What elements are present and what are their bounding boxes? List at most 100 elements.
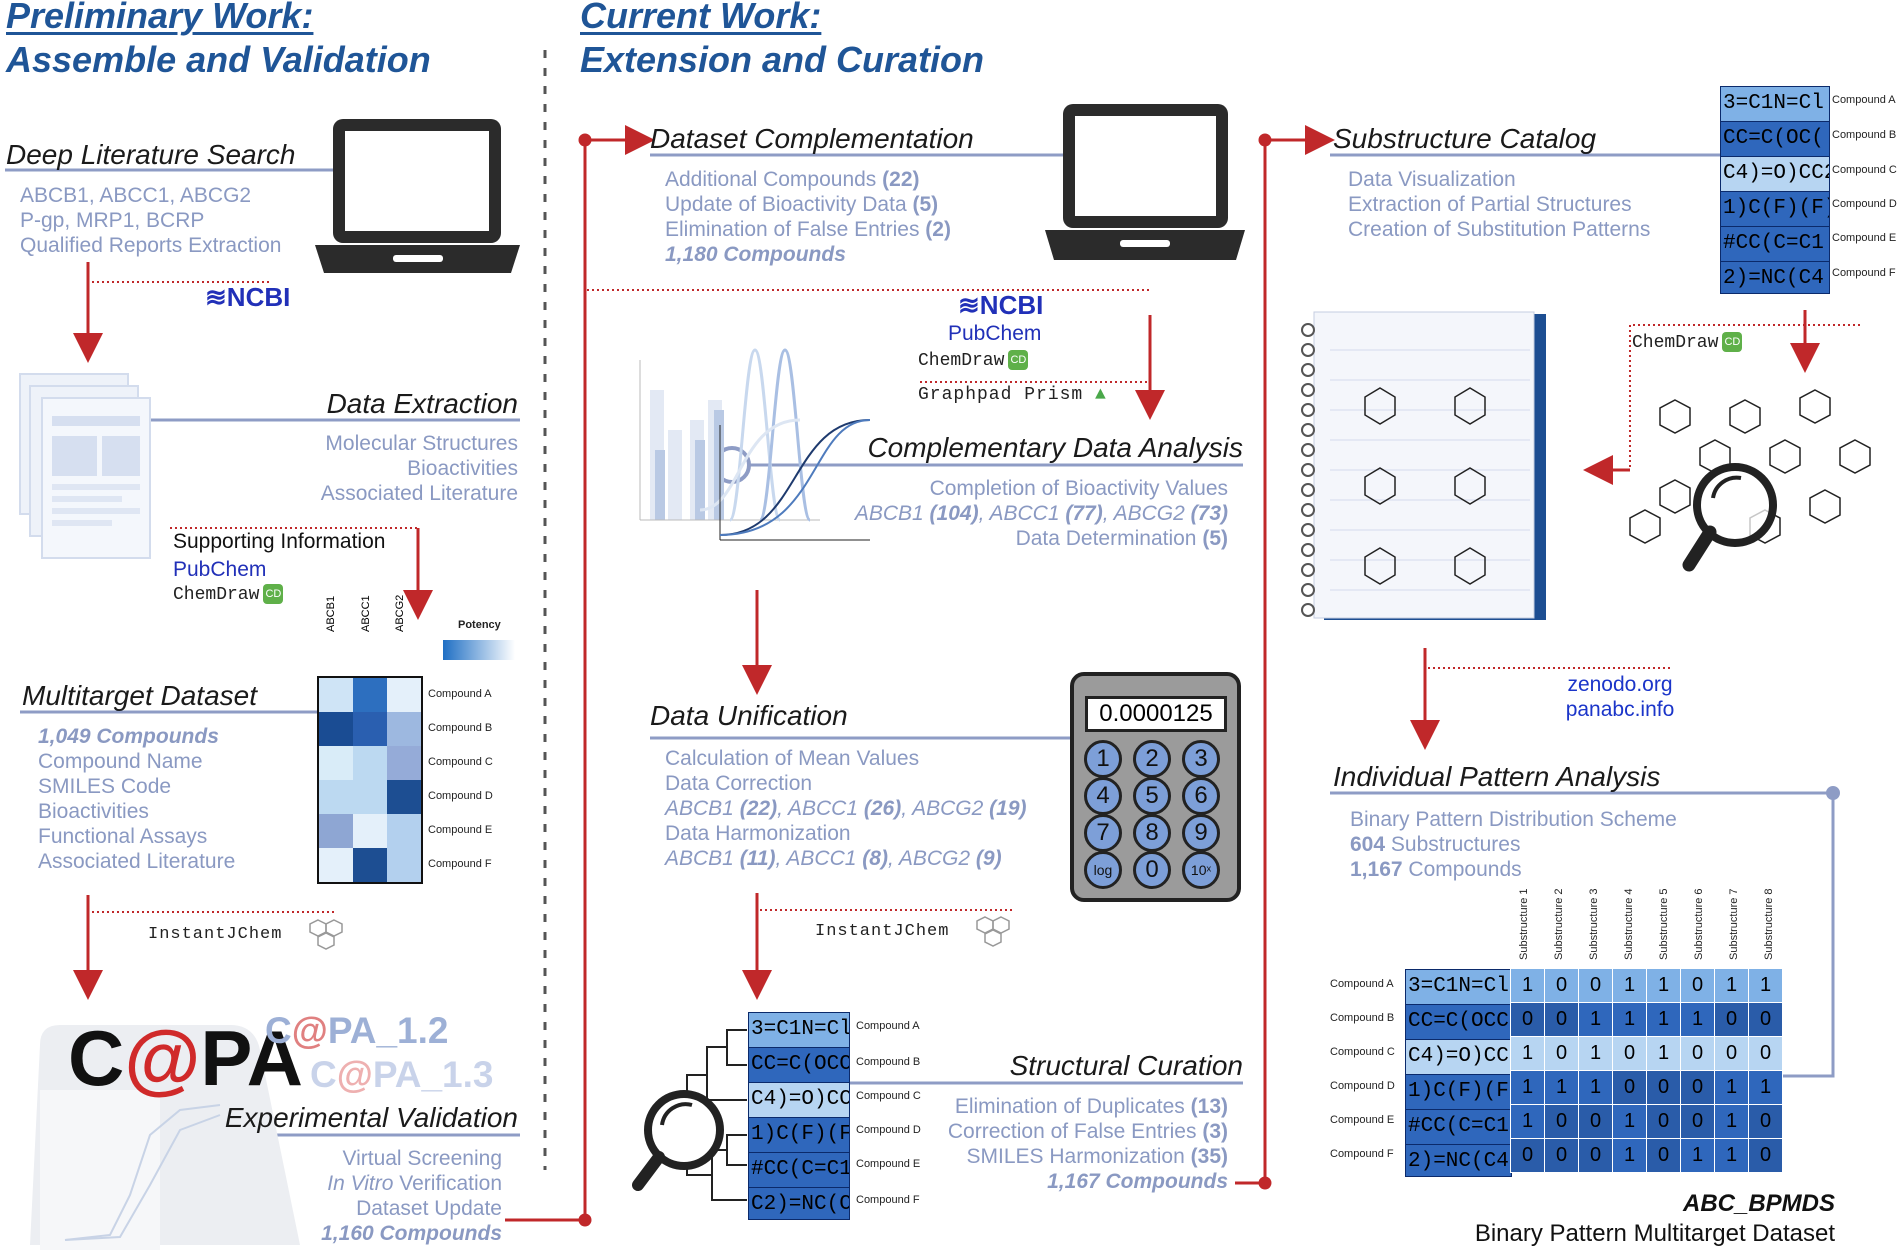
detail-line: Calculation of Mean Values: [665, 747, 920, 770]
substructure-label: Substructure 3: [1588, 888, 1600, 960]
heatmap-col-abcg2: ABCG2: [394, 594, 406, 632]
binary-cell: 0: [1544, 968, 1579, 1003]
pattern-details: Binary Pattern Distribution Scheme 604 S…: [1350, 807, 1677, 882]
detail-line: Data Determination (5): [1015, 527, 1228, 550]
detail-line: Bioactivities: [407, 457, 518, 480]
calculator-key: 7: [1084, 814, 1122, 852]
middle-title-line1: Current Work:: [580, 0, 822, 36]
binary-cell: 1: [1612, 968, 1647, 1003]
detail-line: 1,167 Compounds: [1350, 858, 1522, 881]
detail-line: Update of Bioactivity Data (5): [665, 193, 939, 216]
binary-cell: 1: [1544, 1070, 1579, 1105]
data-extraction-title: Data Extraction: [326, 388, 518, 419]
binary-cell: 1: [1748, 1070, 1783, 1105]
panabc-link[interactable]: panabc.info: [1565, 698, 1675, 721]
compound-label: Compound B: [1330, 1012, 1395, 1024]
multitarget-details: 1,049 Compounds Compound Name SMILES Cod…: [38, 724, 235, 874]
detail-line: 604 Substructures: [1350, 833, 1521, 856]
binary-cell: 0: [1510, 1002, 1545, 1037]
binary-cell: 0: [1748, 1036, 1783, 1071]
detail-line: ABCB1 (11), ABCC1 (8), ABCG2 (9): [665, 847, 1002, 870]
compound-label: Compound D: [1832, 198, 1897, 210]
compound-label: Compound F: [1832, 267, 1896, 279]
left-section-title: Preliminary Work: Assemble and Validatio…: [6, 0, 431, 82]
compound-label: Compound E: [1832, 232, 1897, 244]
potency-legend-label: Potency: [458, 619, 501, 631]
laptop-icon: [1045, 104, 1245, 260]
laptop-icon: [315, 119, 520, 273]
substructure-label: Substructure 2: [1553, 888, 1565, 960]
zenodo-link[interactable]: zenodo.org: [1567, 673, 1673, 696]
complementation-details: Additional Compounds (22) Update of Bioa…: [665, 167, 951, 267]
compound-label: Compound D: [1330, 1080, 1395, 1092]
substructure-label: Substructure 5: [1658, 888, 1670, 960]
calculator-key: 1: [1084, 740, 1122, 778]
structural-curation-title: Structural Curation: [1009, 1050, 1243, 1081]
detail-line: Data Correction: [665, 772, 813, 795]
data-unification-title: Data Unification: [650, 700, 848, 731]
compound-label: Compound B: [856, 1056, 921, 1068]
detail-line: Elimination of False Entries (2): [665, 218, 951, 241]
detail-line: Molecular Structures: [325, 432, 518, 455]
binary-cell: 1: [1578, 1070, 1613, 1105]
heatmap-row-label: Compound D: [428, 790, 493, 802]
graphpad-prism-logo: Graphpad Prism ▲: [918, 385, 1107, 405]
smiles-row: 2)=NC(C4: [1721, 262, 1829, 293]
smiles-row: 2)=NC(C4: [1406, 1145, 1511, 1176]
detail-line: ABCB1, ABCC1, ABCG2: [20, 184, 252, 207]
binary-cell: 1: [1510, 1036, 1545, 1071]
calculator-key: 8: [1133, 814, 1171, 852]
instantjchem-hex-icon: [309, 919, 343, 950]
smiles-row: 3=C1N=Cl: [1406, 970, 1511, 1005]
middle-title-line2: Extension and Curation: [580, 39, 985, 80]
smiles-row: C4)=O)CC2: [749, 1083, 849, 1118]
binary-cell: 0: [1748, 1138, 1783, 1173]
detail-line: Data Harmonization: [665, 822, 851, 845]
binary-smiles-list: 3=C1N=Cl CC=C(OCC C4)=O)CC2 1)C(F)(F)F #…: [1405, 969, 1512, 1177]
substructure-label: Substructure 8: [1763, 888, 1775, 960]
binary-cell: 1: [1748, 968, 1783, 1003]
detail-line: P-gp, MRP1, BCRP: [20, 209, 205, 232]
middle-section-title: Current Work: Extension and Curation: [580, 0, 984, 82]
prism-triangle-icon: ▲: [1095, 385, 1107, 405]
binary-cell: 1: [1578, 1002, 1613, 1037]
deep-literature-search-title: Deep Literature Search: [6, 139, 296, 170]
smiles-row: C2)=NC(C4: [749, 1188, 849, 1219]
binary-cell: 0: [1544, 1036, 1579, 1071]
heatmap-row-label: Compound C: [428, 756, 493, 768]
right-red-flow: [1410, 310, 1860, 750]
supporting-information-label: Supporting Information: [173, 530, 386, 553]
detail-line: Functional Assays: [38, 825, 208, 848]
substructure-label: Substructure 4: [1623, 888, 1635, 960]
detail-line: Binary Pattern Distribution Scheme: [1350, 808, 1677, 831]
smiles-row: 1)C(F)(F)F: [1721, 192, 1829, 227]
binary-cell: 0: [1612, 1036, 1647, 1071]
binary-cell: 1: [1510, 1070, 1545, 1105]
binary-cell: 0: [1680, 1104, 1715, 1139]
detail-line: Correction of False Entries (3): [947, 1120, 1228, 1143]
compound-label: Compound C: [856, 1090, 921, 1102]
calculator-key: 10ˣ: [1182, 851, 1220, 889]
calculator-key: 5: [1133, 777, 1171, 815]
compound-label: Compound C: [1832, 164, 1897, 176]
assay-charts-graphic: [639, 348, 871, 541]
smiles-row: #CC(C=C1: [749, 1153, 849, 1188]
detail-line: Extraction of Partial Structures: [1348, 193, 1632, 216]
dataset-complementation-title: Dataset Complementation: [650, 123, 974, 154]
binary-cell: 0: [1612, 1070, 1647, 1105]
detail-line: ABCB1 (104), ABCC1 (77), ABCG2 (73): [854, 502, 1228, 525]
binary-cell: 0: [1578, 1104, 1613, 1139]
binary-cell: 0: [1680, 968, 1715, 1003]
calculator-key: log: [1084, 851, 1122, 889]
binary-cell: 1: [1612, 1002, 1647, 1037]
left-red-flow: [73, 262, 433, 1000]
substructure-catalog-title: Substructure Catalog: [1333, 123, 1597, 154]
unification-details: Calculation of Mean Values Data Correcti…: [665, 746, 1027, 871]
heatmap-row-label: Compound B: [428, 722, 493, 734]
detail-line: Data Visualization: [1348, 168, 1516, 191]
